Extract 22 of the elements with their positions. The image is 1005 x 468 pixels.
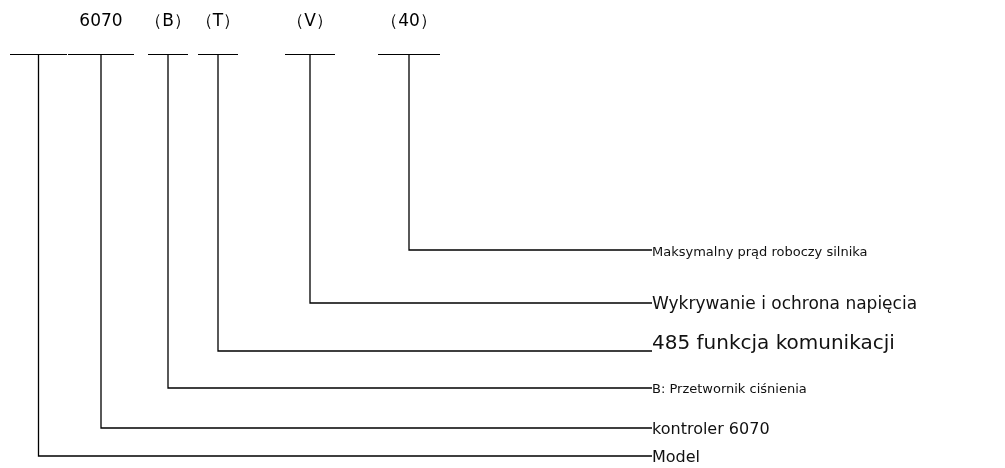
leader-line bbox=[167, 54, 653, 389]
description-text: B: Przetwornik ciśnienia bbox=[652, 378, 982, 398]
code-segment bbox=[148, 10, 188, 55]
description-text: Wykrywanie i ochrona napięcia bbox=[652, 291, 1002, 315]
leader-line bbox=[408, 54, 653, 251]
leader-line bbox=[100, 54, 653, 429]
code-segment bbox=[198, 10, 238, 55]
code-segment bbox=[378, 10, 440, 55]
code-text: （V） bbox=[287, 10, 333, 30]
code-text: （T） bbox=[195, 10, 241, 30]
code-text: （B） bbox=[145, 10, 191, 30]
leader-line bbox=[217, 54, 653, 352]
code-text: （40） bbox=[381, 10, 437, 30]
code-segment bbox=[285, 10, 335, 55]
description-text: Model bbox=[652, 445, 852, 467]
leader-line bbox=[309, 54, 653, 304]
code-text: 6070 bbox=[79, 10, 123, 30]
description-text: Maksymalny prąd roboczy silnika bbox=[652, 241, 982, 261]
description-text: 485 funkcja komunikacji bbox=[652, 328, 992, 356]
code-segment bbox=[68, 10, 134, 55]
leader-line bbox=[37, 54, 653, 457]
description-text: kontroler 6070 bbox=[652, 416, 982, 440]
